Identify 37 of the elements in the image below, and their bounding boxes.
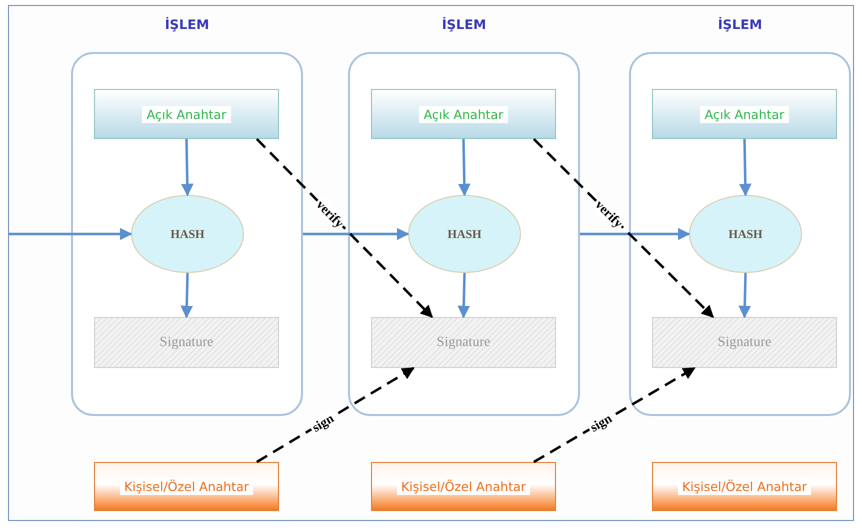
arrow [580,228,690,240]
hash-label: HASH [447,226,482,242]
process-heading: İŞLEM [440,18,488,33]
arrow [458,138,471,196]
signature-box [94,317,279,368]
dashed-arrow [256,138,433,318]
public-key-label: Açık Anahtar [418,106,508,122]
process-heading: İŞLEM [164,18,210,33]
private-key-label: Kişisel/Özel Anahtar [120,478,253,495]
signature-box [652,317,837,368]
dashed-arrow [533,366,696,464]
arrow [180,272,193,318]
private-key-label: Kişisel/Özel Anahtar [678,478,811,495]
hash-label: HASH [728,226,762,242]
arrow [9,228,132,240]
dashed-arrow [256,366,415,464]
public-key-box [652,89,837,139]
public-key-box [371,89,556,139]
arrow [303,228,410,240]
arrow [181,138,194,196]
hash-label: HASH [170,226,204,242]
signature-label: Signature [160,334,214,350]
public-key-box [94,89,279,139]
private-key-box [371,462,556,511]
private-key-label: Kişisel/Özel Anahtar [397,478,530,495]
private-key-box [652,462,837,511]
process-heading: İŞLEM [716,18,764,33]
private-key-box [94,462,279,511]
public-key-label: Açık Anahtar [700,106,790,122]
signature-label: Signature [436,334,490,350]
arrow [739,138,752,196]
signature-box [371,317,556,368]
public-key-label: Açık Anahtar [142,106,232,122]
arrow [458,272,470,318]
dashed-arrow [532,138,714,318]
signature-label: Signature [718,334,772,350]
arrow [738,272,751,318]
